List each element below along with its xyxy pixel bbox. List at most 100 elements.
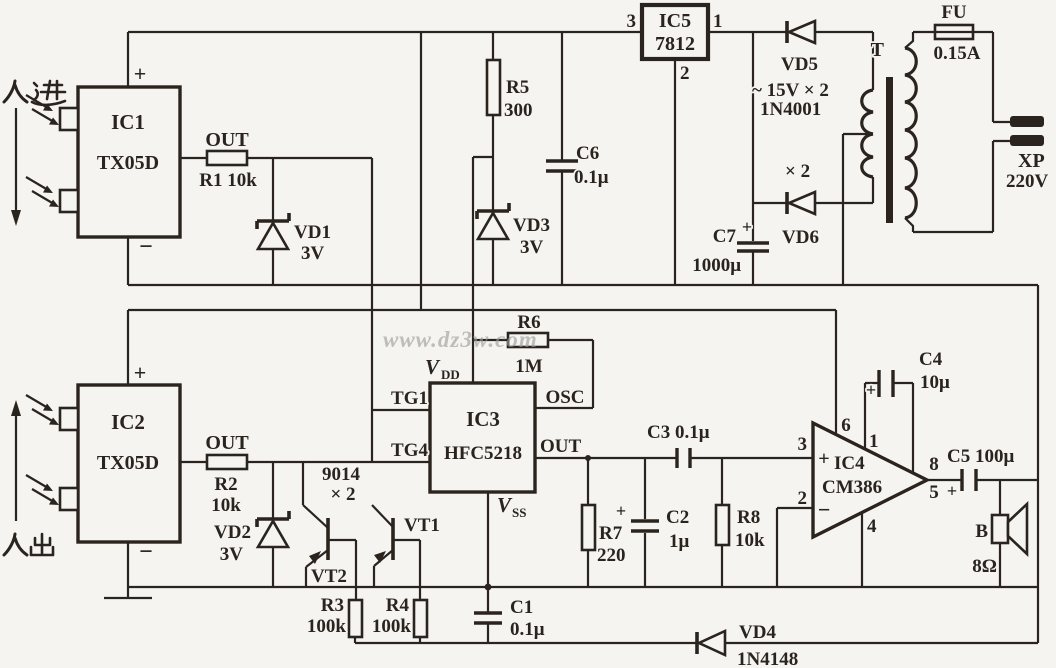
c4-plus: +: [866, 380, 876, 400]
ic2-sensor-window-top: [58, 406, 80, 432]
vd2-zener-diode: [255, 511, 291, 549]
vd6-diode: [785, 190, 817, 216]
vd5-part: 1N4001: [760, 99, 821, 120]
vd3-name: VD3: [513, 215, 550, 236]
ir-ray-icon: [24, 393, 55, 413]
c3-label: C3 0.1μ: [647, 422, 710, 443]
vdd-label: V: [425, 355, 441, 379]
r6-value: 1M: [515, 356, 543, 377]
r5-resistor: [485, 58, 502, 117]
c6-value: 0.1μ: [574, 167, 609, 188]
vss-sub: SS: [512, 505, 526, 520]
vt1-emitter-arrow-icon: [374, 551, 386, 563]
entry-sensor-block: IC1 TX05D + − OUT R1 10k VD1 3V: [2, 59, 333, 266]
plug-icon: [1010, 116, 1044, 146]
c1-capacitor: [474, 611, 502, 625]
ic4-plus-input: +: [818, 448, 829, 470]
transformer-primary-winding: [904, 46, 918, 220]
ic2-box: [76, 383, 182, 544]
r7-name: R7: [599, 523, 623, 544]
r5-name: R5: [506, 77, 529, 98]
ic1-plus: +: [134, 61, 147, 86]
ir-ray-icon: [30, 189, 61, 209]
ic1-out-label: OUT: [205, 129, 249, 151]
r4-value: 100k: [372, 616, 412, 637]
ic5-pin2: 2: [680, 63, 690, 84]
ic4-part: CM386: [822, 477, 882, 498]
ic4-pin5: 5: [929, 482, 939, 503]
ic2-out-label: OUT: [205, 432, 249, 454]
ic1-sensor-window-bottom: [58, 188, 80, 214]
transformer-label: T: [871, 39, 885, 61]
label-person-out: [2, 532, 55, 557]
wires: [126, 30, 1040, 645]
sound-chip-block: IC3 HFC5218 V DD V SS TG1 TG4 OSC OUT R6…: [389, 310, 586, 522]
exit-sensor-block: IC2 TX05D + − OUT R2 10k VD2 3V: [2, 358, 291, 600]
ic5-box: [639, 2, 711, 62]
ic4-name: IC4: [834, 453, 865, 474]
watermark: www.dz3w.com: [383, 327, 538, 352]
r8-value: 10k: [735, 530, 765, 551]
c7-value: 1000μ: [692, 255, 741, 276]
c2-name: C2: [666, 507, 689, 528]
c2-capacitor: [631, 519, 659, 533]
ir-ray-icon: [24, 473, 55, 493]
label-person-in: [2, 79, 67, 107]
r2-resistor: [205, 453, 249, 471]
r6-name: R6: [517, 312, 540, 333]
c6-capacitor: [546, 159, 578, 173]
c5-plus: +: [947, 481, 957, 501]
ic2-minus: −: [139, 539, 153, 565]
c6-name: C6: [576, 143, 599, 164]
ic5-pin3: 3: [627, 11, 637, 32]
tg1-pin-label: TG1: [391, 388, 428, 409]
c1-name: C1: [510, 597, 533, 618]
r3-name: R3: [321, 595, 344, 616]
ic3-part: HFC5218: [444, 443, 522, 464]
c1-value: 0.1μ: [510, 619, 545, 640]
fuse-name: FU: [941, 2, 967, 23]
ir-ray-icon: [24, 175, 55, 195]
vd1-value: 3V: [301, 243, 325, 264]
r5-value: 300: [504, 100, 533, 121]
fuse: [933, 23, 975, 41]
power-supply-block: R5 300 VD3 3V C6 0.1μ IC5 7812 3 1 2 C7 …: [475, 0, 1050, 278]
vd2-value: 3V: [220, 544, 244, 565]
arrow-up-icon: [11, 400, 21, 416]
c3-capacitor: [675, 448, 692, 468]
vd1-zener-diode: [255, 213, 291, 251]
plug-name: XP: [1018, 150, 1045, 172]
vd2-name: VD2: [214, 522, 251, 543]
ic4-pin8: 8: [929, 454, 939, 475]
vt1-name: VT1: [404, 515, 440, 536]
vd5-diode: [785, 19, 817, 45]
vt2-emitter-arrow-icon: [309, 551, 321, 564]
transformer: T: [860, 37, 918, 223]
speaker-icon: [990, 500, 1029, 558]
ic1-box: [76, 85, 182, 239]
vd3-zener-diode: [475, 203, 511, 241]
transistor-type: 9014: [322, 464, 361, 485]
c4-name: C4: [919, 349, 943, 370]
vd6-name: VD6: [782, 227, 819, 248]
ic5-name: IC5: [659, 10, 691, 32]
arrow-down-icon: [11, 210, 21, 226]
c7-plus: +: [742, 217, 752, 237]
osc-pin-label: OSC: [545, 387, 584, 408]
speaker-value: 8Ω: [972, 556, 997, 577]
ic2-sensor-window-bottom: [58, 486, 80, 512]
vd5-spec: ~ 15V × 2: [752, 80, 829, 101]
transformer-secondary-winding: [860, 88, 874, 179]
transistor-x2: × 2: [330, 484, 355, 505]
r3-value: 100k: [307, 616, 347, 637]
ic2-part: TX05D: [97, 452, 159, 474]
ic4-pin1: 1: [869, 431, 879, 452]
ir-ray-icon: [30, 487, 61, 507]
vd4-part: 1N4148: [737, 649, 798, 668]
c7-capacitor: [737, 241, 769, 253]
c2-plus: +: [616, 501, 626, 521]
vss-label: V: [497, 493, 513, 517]
c5-label: C5 100μ: [947, 446, 1014, 467]
